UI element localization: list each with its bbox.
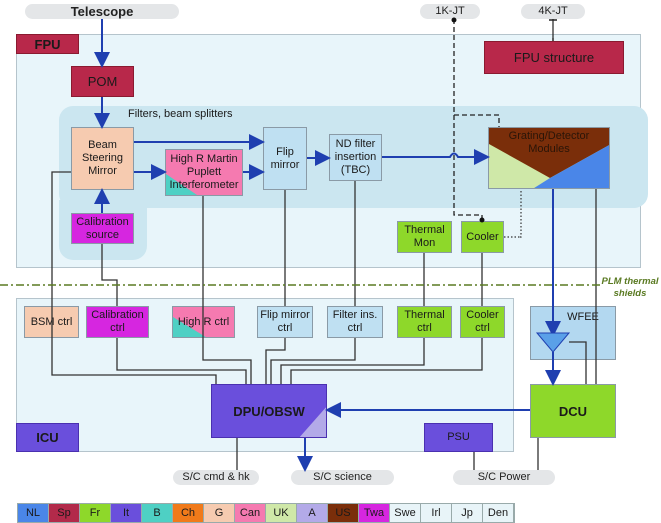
grating-detector-shape [489, 128, 609, 188]
plm-thermal-shields-label: PLM thermal shields [601, 276, 659, 299]
legend-item-can: Can [235, 504, 266, 522]
flip-mirror-box[interactable]: Flip mirror [263, 127, 307, 190]
legend-item-b: B [142, 504, 173, 522]
legend-item-it: It [111, 504, 142, 522]
high-r-ctrl-label: High R ctrl [177, 315, 230, 328]
cooler-ctrl-label: Cooler ctrl [466, 309, 499, 334]
legend-item-g: G [204, 504, 235, 522]
pom-label: POM [87, 74, 118, 89]
calibration-source-box[interactable]: Calibration source [71, 213, 134, 244]
fpu-structure-label: FPU structure [513, 50, 595, 65]
dcu-box[interactable]: DCU [530, 384, 616, 438]
legend-item-fr: Fr [80, 504, 111, 522]
psu-label: PSU [447, 431, 470, 443]
bsm-ctrl-label: BSM ctrl [30, 315, 73, 328]
sc-science-pill: S/C science [291, 470, 394, 485]
high-r-interferometer-box[interactable]: High R Martin Puplett Interferometer [165, 149, 243, 196]
dpu-corner-icon [299, 407, 326, 437]
flip-mirror-ctrl-label: Flip mirror ctrl [260, 309, 310, 334]
cooler-label: Cooler [466, 230, 499, 243]
calibration-ctrl-label: Calibration ctrl [91, 309, 144, 334]
dpu-obsw-label: DPU/OBSW [233, 403, 305, 419]
thermal-mon-label: Thermal Mon [404, 224, 445, 249]
cooler-box[interactable]: Cooler [461, 221, 504, 253]
legend-item-a: A [297, 504, 328, 522]
telescope-pill: Telescope [25, 4, 179, 19]
thermal-ctrl-label: Thermal ctrl [404, 309, 445, 334]
thermal-ctrl-box[interactable]: Thermal ctrl [397, 306, 452, 338]
legend-item-den: Den [483, 504, 514, 522]
legend-item-jp: Jp [452, 504, 483, 522]
thermal-mon-box[interactable]: Thermal Mon [397, 221, 452, 253]
legend-item-nl: NL [18, 504, 49, 522]
calibration-ctrl-box[interactable]: Calibration ctrl [86, 306, 149, 338]
bsm-ctrl-box[interactable]: BSM ctrl [24, 306, 79, 338]
dpu-obsw-box[interactable]: DPU/OBSW [211, 384, 327, 438]
legend-item-sp: Sp [49, 504, 80, 522]
dcu-label: DCU [558, 403, 588, 419]
jt-1k-pill: 1K-JT [420, 4, 480, 19]
wfee-label: WFEE [567, 311, 599, 323]
legend-item-us: US [328, 504, 359, 522]
grating-detector-label: Grating/Detector Modules [508, 130, 590, 155]
legend-item-swe: Swe [390, 504, 421, 522]
beam-steering-mirror-box[interactable]: Beam Steering Mirror [71, 127, 134, 190]
icu-label: ICU [16, 423, 79, 452]
legend-item-irl: Irl [421, 504, 452, 522]
filters-label: Filters, beam splitters [128, 108, 233, 120]
high-r-ctrl-box[interactable]: High R ctrl [172, 306, 235, 338]
cooler-ctrl-box[interactable]: Cooler ctrl [460, 306, 505, 338]
nd-filter-label: ND filter insertion (TBC) [334, 138, 377, 176]
legend-item-uk: UK [266, 504, 297, 522]
grating-detector-box[interactable]: Grating/Detector Modules [488, 127, 610, 189]
sc-cmd-hk-pill: S/C cmd & hk [173, 470, 259, 485]
beam-steering-mirror-label: Beam Steering Mirror [82, 139, 123, 177]
fpu-structure-box[interactable]: FPU structure [484, 41, 624, 74]
flip-mirror-ctrl-box[interactable]: Flip mirror ctrl [257, 306, 313, 338]
legend-item-twa: Twa [359, 504, 390, 522]
flip-mirror-label: Flip mirror [270, 145, 300, 171]
high-r-label: High R Martin Puplett Interferometer [169, 153, 239, 191]
legend-item-ch: Ch [173, 504, 204, 522]
filter-ins-ctrl-box[interactable]: Filter ins. ctrl [327, 306, 383, 338]
nd-filter-box[interactable]: ND filter insertion (TBC) [329, 134, 382, 181]
filter-ins-ctrl-label: Filter ins. ctrl [332, 309, 378, 334]
wfee-box[interactable]: WFEE [530, 306, 616, 360]
sc-power-pill: S/C Power [453, 470, 555, 485]
jt-4k-pill: 4K-JT [521, 4, 585, 19]
pom-box[interactable]: POM [71, 66, 134, 97]
calibration-source-label: Calibration source [76, 215, 129, 241]
fpu-label: FPU [16, 34, 79, 54]
psu-box[interactable]: PSU [424, 423, 493, 452]
